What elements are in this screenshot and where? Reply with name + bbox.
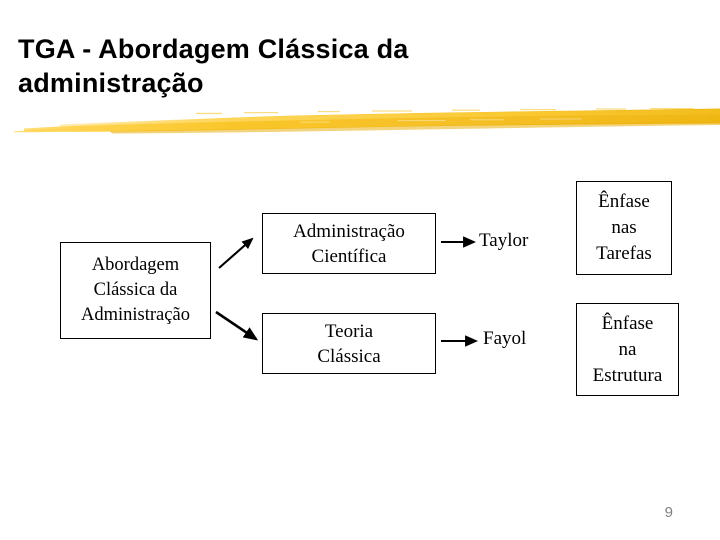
node-enfase-nas-tarefas[interactable]: Ênfase nas Tarefas xyxy=(576,181,672,275)
node-administracao-cientifica[interactable]: Administração Científica xyxy=(262,213,436,274)
arrow-root-to-cientifica xyxy=(218,237,254,269)
node-enfase-na-estrutura[interactable]: Ênfase na Estrutura xyxy=(576,303,679,396)
label-fayol: Fayol xyxy=(483,328,527,349)
node-teoria-classica[interactable]: Teoria Clássica xyxy=(262,313,436,374)
arrow-root-to-teoria xyxy=(215,310,259,341)
label-taylor: Taylor xyxy=(479,230,529,251)
page-number: 9 xyxy=(664,504,673,521)
node-abordagem-classica[interactable]: Abordagem Clássica da Administração xyxy=(60,242,211,339)
page-title: TGA - Abordagem Clássica da administraçã… xyxy=(18,34,409,98)
